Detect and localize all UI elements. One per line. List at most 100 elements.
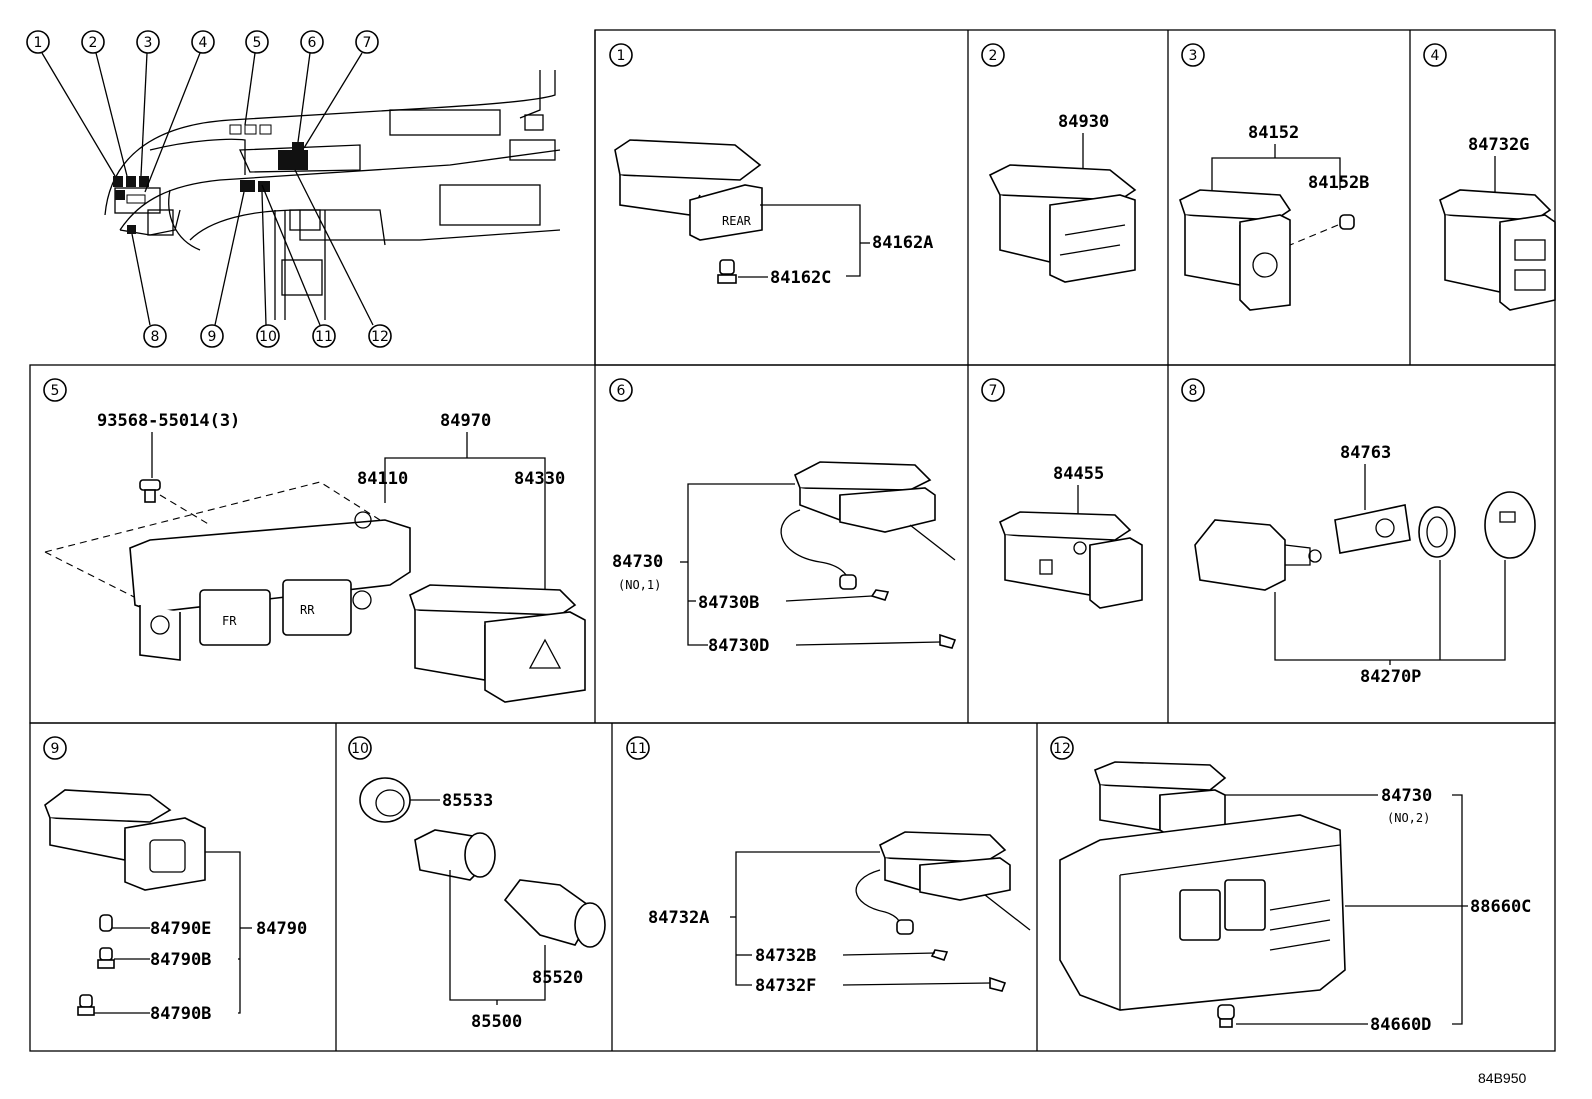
svg-text:84970: 84970	[440, 411, 491, 431]
svg-text:6: 6	[617, 383, 626, 399]
callout-2: 2	[81, 30, 128, 177]
svg-text:1: 1	[617, 48, 626, 64]
svg-text:12: 12	[1053, 741, 1071, 757]
reference-code: 84B950	[1478, 1070, 1527, 1086]
svg-text:11: 11	[629, 741, 647, 757]
svg-text:84730: 84730	[1381, 786, 1432, 806]
svg-text:12: 12	[371, 329, 389, 345]
switch-84930	[988, 164, 1137, 283]
svg-text:3: 3	[144, 35, 153, 51]
bulb-84162c	[717, 259, 737, 284]
svg-text:93568-55014(3): 93568-55014(3)	[97, 411, 240, 431]
callout-11: 11	[261, 184, 336, 348]
panel-grid	[29, 29, 1556, 1052]
svg-text:84152B: 84152B	[1308, 173, 1369, 193]
rear-fog-switch: REAR	[614, 139, 763, 241]
switch-84732g	[1439, 189, 1556, 311]
svg-text:84730B: 84730B	[698, 593, 759, 613]
svg-text:85520: 85520	[532, 968, 583, 988]
callout-7: 7	[303, 30, 379, 149]
svg-text:84730: 84730	[612, 552, 663, 572]
svg-text:84110: 84110	[357, 469, 408, 489]
callout-6: 6	[297, 30, 324, 143]
panel-9: 9 84790E 84790 84790B 84790B	[43, 736, 307, 1024]
switch-84790	[44, 789, 206, 891]
callout-8: 8	[131, 233, 167, 348]
svg-text:10: 10	[351, 741, 369, 757]
svg-text:FR: FR	[222, 614, 237, 628]
switch-84732a	[855, 831, 1031, 931]
svg-text:84732B: 84732B	[755, 946, 816, 966]
illumination-ring	[1334, 491, 1536, 559]
callout-10: 10	[256, 191, 280, 348]
ignition-switch	[1194, 519, 1322, 591]
svg-text:7: 7	[989, 383, 998, 399]
svg-text:RR: RR	[300, 603, 315, 617]
bulb-84660d	[1217, 1004, 1235, 1028]
panel-11: 11 84732A 84732B 84732F	[626, 736, 1031, 996]
bulb-84730b	[839, 574, 890, 601]
svg-text:84930: 84930	[1058, 112, 1109, 132]
overview-callouts: 1 2 3 4 5 6 7 8 9 10 11 12	[26, 30, 392, 348]
heater-control-88660c	[1059, 814, 1346, 1011]
svg-text:84732G: 84732G	[1468, 135, 1529, 155]
callout-9: 9	[200, 191, 245, 348]
svg-text:84660D: 84660D	[1370, 1015, 1431, 1035]
panel-5: 5 93568-55014(3) 84970 84110 84330 FR RR	[43, 378, 586, 703]
lighter-socket	[414, 829, 496, 881]
lighter-85520	[503, 879, 606, 948]
callout-3: 3	[136, 30, 160, 177]
svg-text:8: 8	[1189, 383, 1198, 399]
svg-text:6: 6	[308, 35, 317, 51]
dashboard-overview	[104, 70, 561, 320]
svg-text:84270P: 84270P	[1360, 667, 1421, 687]
svg-text:84790B: 84790B	[150, 1004, 211, 1024]
svg-text:88660C: 88660C	[1470, 897, 1531, 917]
callout-1: 1	[26, 30, 116, 177]
svg-text:84330: 84330	[514, 469, 565, 489]
svg-text:85500: 85500	[471, 1012, 522, 1032]
switch-84455	[998, 511, 1143, 609]
svg-text:84790: 84790	[256, 919, 307, 939]
panel-12: 12 84730 (NO,2) 88660C 84660D	[1050, 736, 1531, 1035]
svg-text:10: 10	[259, 329, 277, 345]
svg-text:84162C: 84162C	[770, 268, 831, 288]
callout-5: 5	[244, 30, 269, 126]
svg-text:2: 2	[989, 48, 998, 64]
panel-8: 8 84763 84270P	[1181, 378, 1536, 687]
dimmer-switch	[1179, 189, 1292, 311]
hazard-bracket: FR RR	[129, 511, 411, 661]
svg-text:REAR: REAR	[722, 214, 752, 228]
svg-text:84455: 84455	[1053, 464, 1104, 484]
socket-85533	[359, 777, 411, 823]
svg-text:84730D: 84730D	[708, 636, 769, 656]
svg-text:84732F: 84732F	[755, 976, 816, 996]
svg-text:9: 9	[51, 741, 60, 757]
panel-3: 3 84152 84152B	[1179, 43, 1369, 311]
svg-text:1: 1	[34, 35, 43, 51]
svg-text:85533: 85533	[442, 791, 493, 811]
svg-text:(NO,2): (NO,2)	[1387, 811, 1430, 825]
bulb-84152b	[1289, 214, 1355, 246]
svg-text:84152: 84152	[1248, 123, 1299, 143]
svg-text:9: 9	[208, 329, 217, 345]
callout-12: 12	[294, 169, 392, 348]
svg-text:5: 5	[51, 383, 60, 399]
svg-text:84732A: 84732A	[648, 908, 709, 928]
svg-text:84790B: 84790B	[150, 950, 211, 970]
switch-84730-no1	[780, 461, 956, 586]
svg-text:5: 5	[253, 35, 262, 51]
svg-text:11: 11	[315, 329, 333, 345]
switch-84730-no2	[1094, 761, 1227, 837]
panel-4: 4 84732G	[1423, 43, 1556, 311]
svg-text:4: 4	[1431, 48, 1440, 64]
svg-text:7: 7	[363, 35, 372, 51]
panel-10: 10 85533 85520 85500	[348, 736, 606, 1032]
svg-text:(NO,1): (NO,1)	[618, 578, 661, 592]
svg-text:84790E: 84790E	[150, 919, 211, 939]
screw-93568	[139, 479, 161, 503]
panel-7: 7 84455	[981, 378, 1143, 609]
panel-2: 2 84930	[981, 43, 1137, 283]
svg-text:4: 4	[199, 35, 208, 51]
